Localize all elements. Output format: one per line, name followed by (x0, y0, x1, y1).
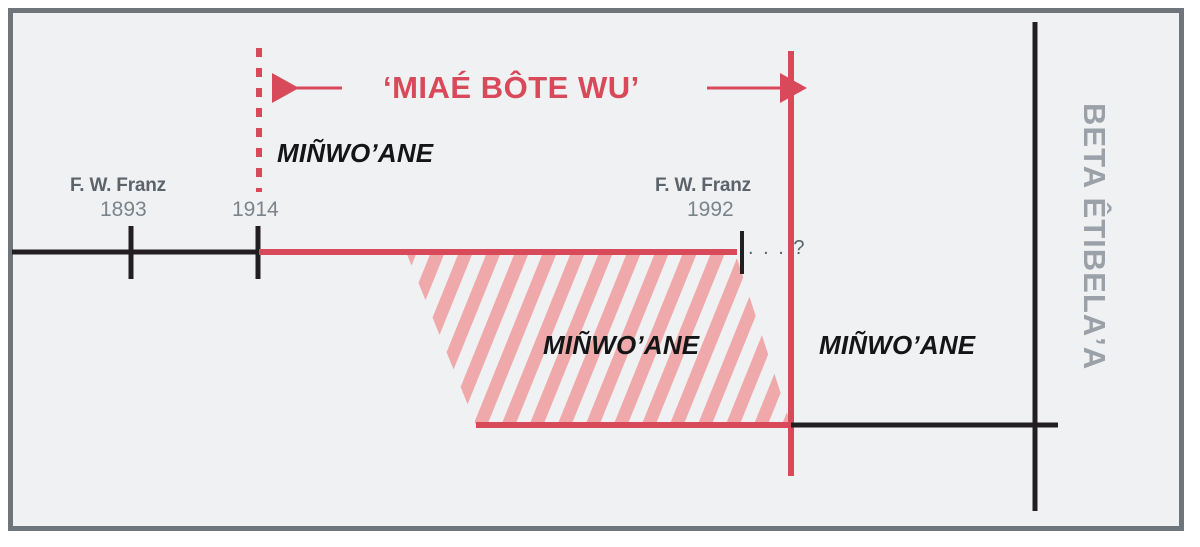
continuation-ellipsis: . . . ? (748, 237, 807, 259)
marker-label-franz-1992-year: 1992 (687, 198, 734, 221)
right-period-label: MIÑWOʼANE (819, 330, 976, 360)
hatched-period-label: MIÑWOʼANE (543, 330, 700, 360)
diagram-title: ‘MIAÉ BÔTE WU’ (383, 70, 640, 105)
upper-period-label: MIÑWOʼANE (277, 138, 434, 168)
marker-label-franz-1992-name: F. W. Franz (655, 175, 751, 196)
marker-label-franz-1893-name: F. W. Franz (70, 175, 166, 196)
marker-label-franz-1893-year: 1893 (100, 198, 147, 221)
marker-label-1914-year: 1914 (232, 198, 279, 221)
vertical-axis-caption: BETA ÊTIBELAʼA (1077, 103, 1112, 371)
